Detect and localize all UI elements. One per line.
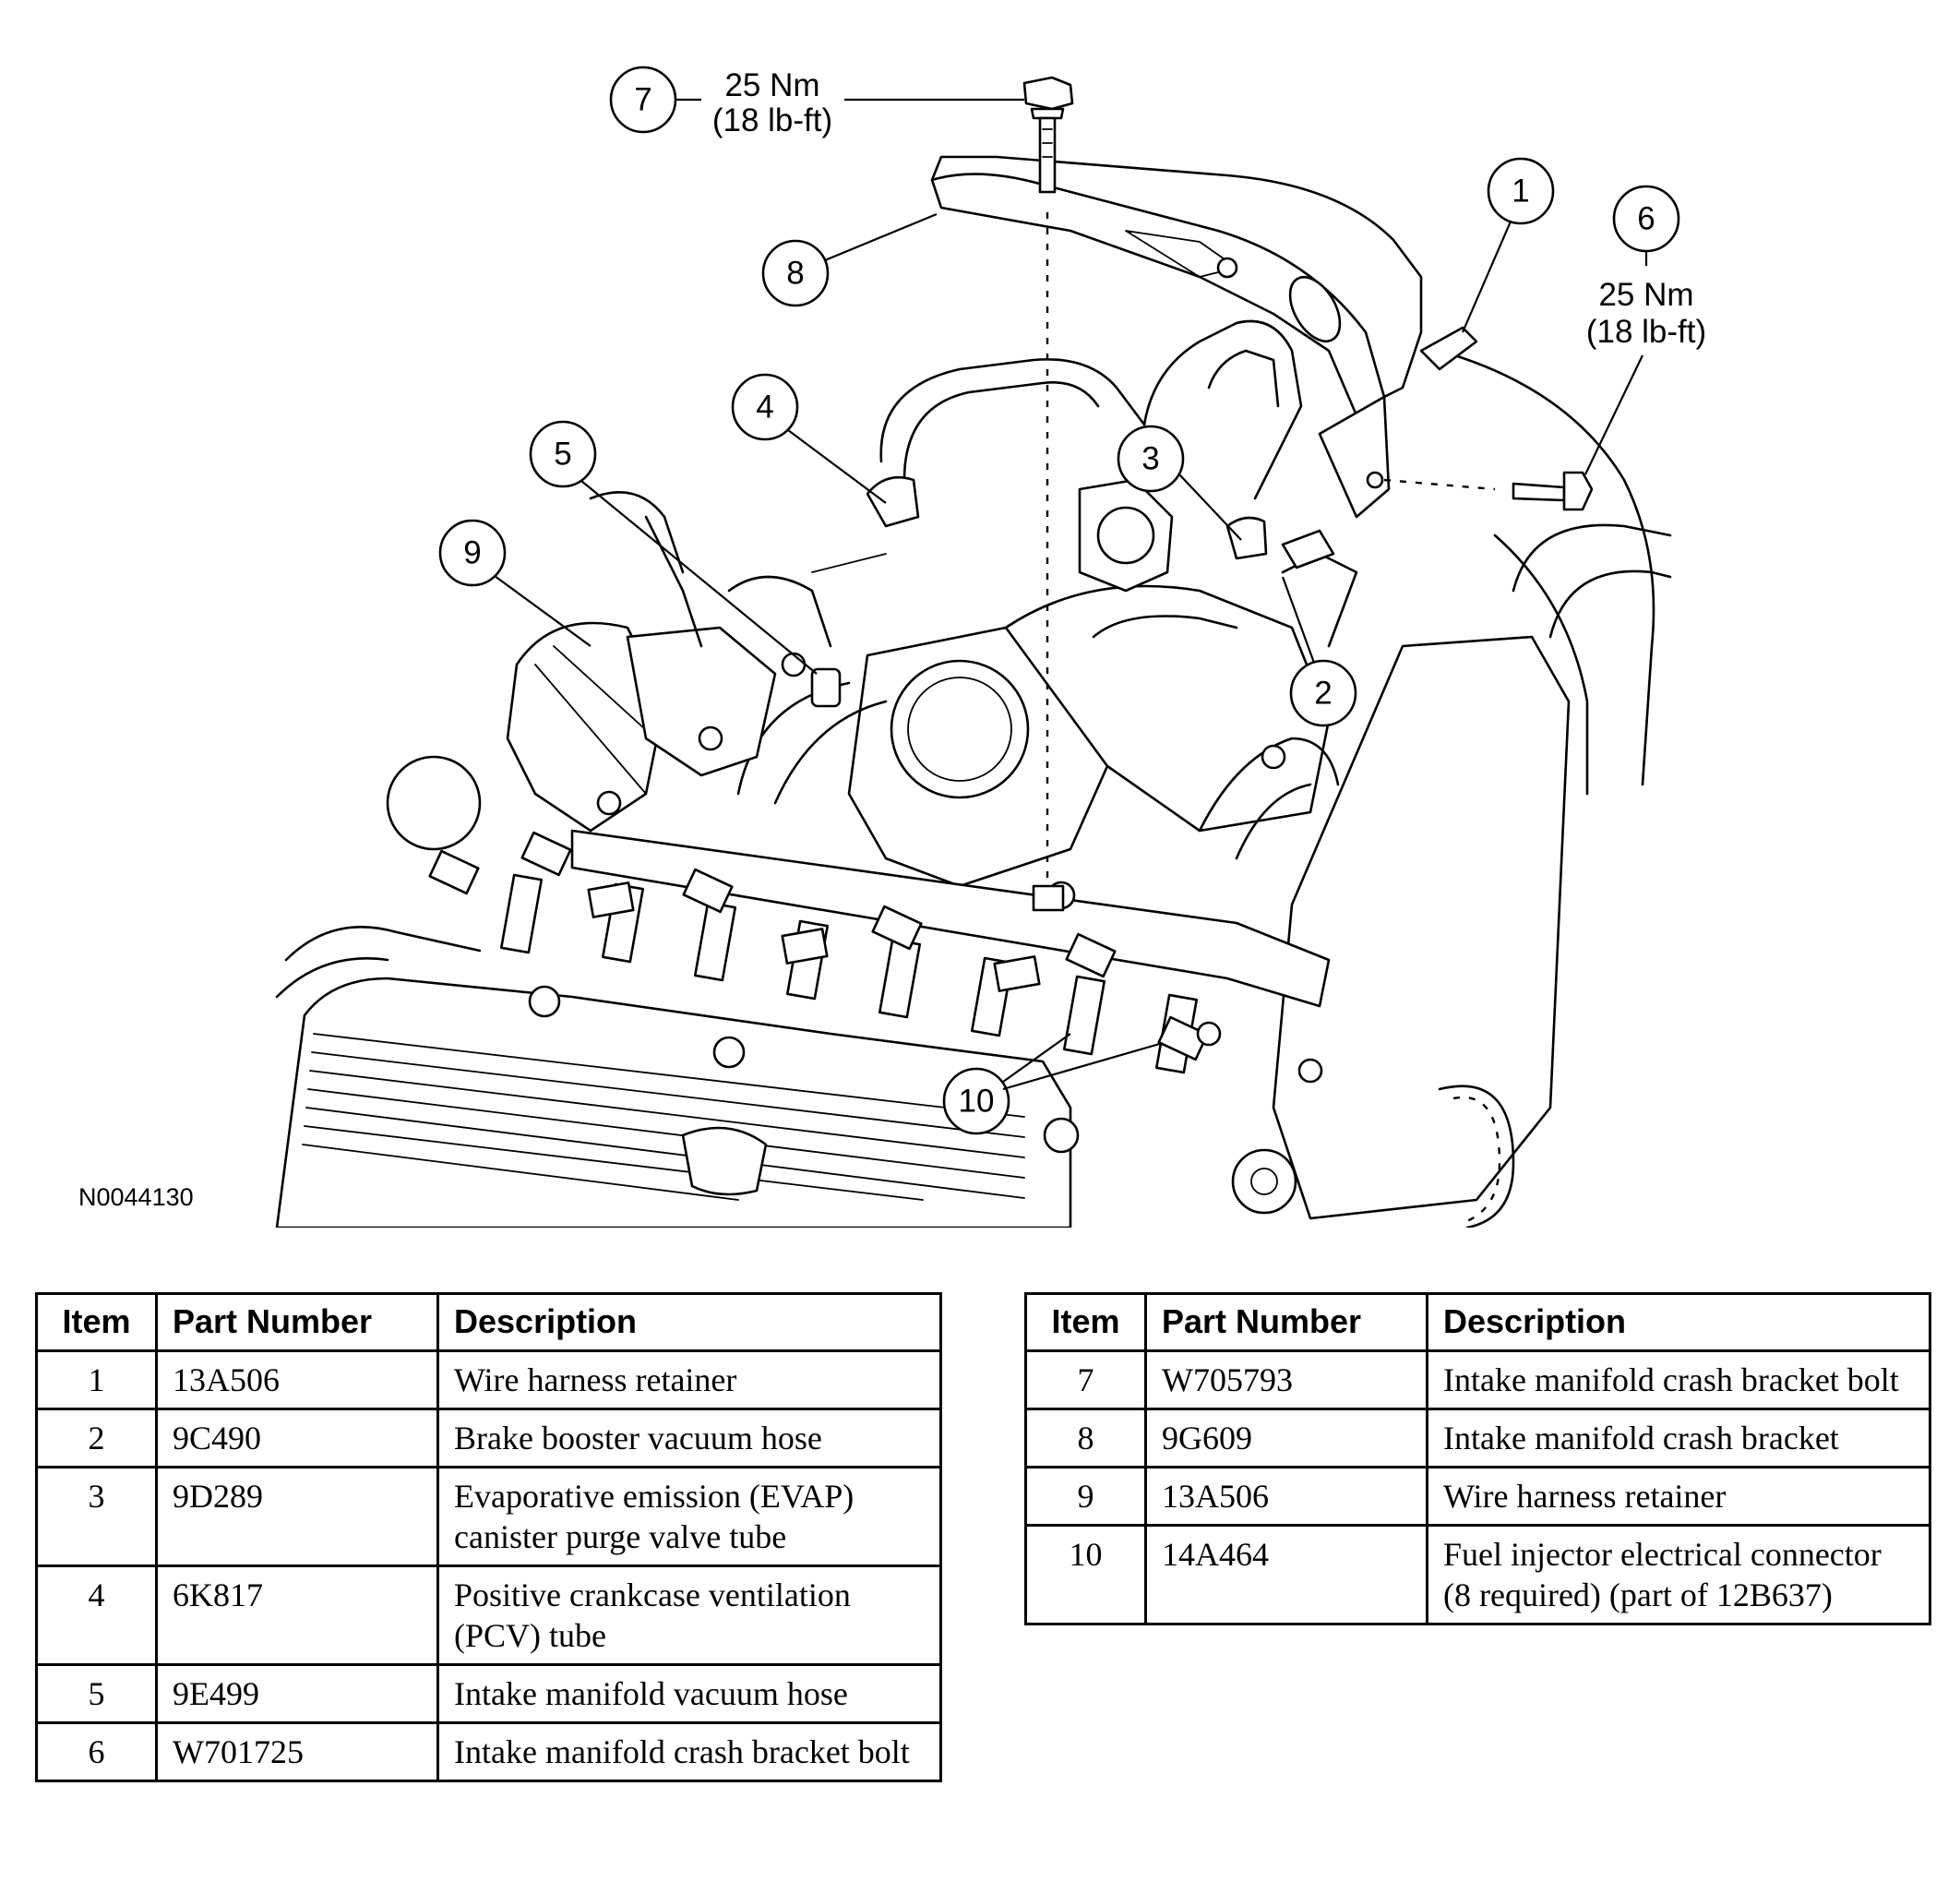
cell-item: 6 [35, 1721, 158, 1782]
cell-item: 4 [35, 1564, 158, 1666]
torque-lbft-6: (18 lb-ft) [1586, 314, 1706, 350]
table-row: 10 14A464 Fuel injector electrical conne… [1024, 1524, 1931, 1625]
cell-part-number: 6K817 [155, 1564, 439, 1666]
parts-table-right: Item Part Number Description 7 W705793 I… [1024, 1292, 1931, 1625]
cell-description: Wire harness retainer [1426, 1466, 1931, 1527]
cell-description: Wire harness retainer [436, 1349, 942, 1410]
header-item: Item [35, 1292, 158, 1352]
svg-text:7: 7 [634, 82, 651, 118]
table-row: 1 13A506 Wire harness retainer [35, 1349, 942, 1410]
svg-text:1: 1 [1512, 174, 1529, 210]
cell-item: 2 [35, 1408, 158, 1468]
cell-part-number: W705793 [1144, 1349, 1428, 1410]
header-part-number: Part Number [155, 1292, 439, 1352]
engine-illustration [275, 155, 1672, 1228]
table-row: 8 9G609 Intake manifold crash bracket [1024, 1408, 1931, 1468]
torque-lbft-7: (18 lb-ft) [712, 102, 832, 138]
cell-item: 1 [35, 1349, 158, 1410]
cell-description: Intake manifold vacuum hose [436, 1663, 942, 1724]
callout-3: 3 [1117, 425, 1242, 541]
svg-text:6: 6 [1637, 201, 1655, 237]
torque-nm-6: 25 Nm [1598, 277, 1693, 313]
cell-item: 10 [1024, 1524, 1147, 1625]
valve-cover-fins [302, 1033, 1025, 1201]
figure-id: N0044130 [78, 1183, 194, 1211]
svg-text:9: 9 [463, 535, 481, 571]
svg-text:3: 3 [1141, 441, 1159, 477]
callout-7: 7 [609, 66, 1024, 134]
cell-description: Intake manifold crash bracket [1426, 1408, 1931, 1468]
svg-text:4: 4 [756, 390, 773, 426]
cell-item: 5 [35, 1663, 158, 1724]
fuel-rail [570, 829, 1331, 1008]
cell-description: Positive crankcase ventilation (PCV) tub… [436, 1564, 942, 1666]
table-row: 2 9C490 Brake booster vacuum hose [35, 1408, 942, 1468]
table-header-row: Item Part Number Description [1024, 1292, 1931, 1352]
cell-description: Intake manifold crash bracket bolt [1426, 1349, 1931, 1410]
callout-4: 4 [731, 373, 887, 504]
header-description: Description [436, 1292, 942, 1352]
table-row: 3 9D289 Evaporative emission (EVAP) cani… [35, 1466, 942, 1567]
table-header-row: Item Part Number Description [35, 1292, 942, 1352]
table-row: 5 9E499 Intake manifold vacuum hose [35, 1663, 942, 1724]
bolt-6-graphic [1383, 471, 1594, 511]
parts-table-left: Item Part Number Description 1 13A506 Wi… [35, 1292, 942, 1782]
torque-label-7: 25 Nm (18 lb-ft) [712, 67, 832, 138]
callout-9: 9 [438, 519, 592, 647]
cell-part-number: 9G609 [1144, 1408, 1428, 1468]
svg-text:10: 10 [959, 1084, 995, 1120]
engine-exploded-view-drawing: 7 25 Nm (18 lb-ft) 8 1 6 25 Nm (18 lb-ft… [78, 66, 1706, 1228]
cell-description: Evaporative emission (EVAP) canister pur… [436, 1466, 942, 1567]
cell-item: 3 [35, 1466, 158, 1567]
cell-item: 7 [1024, 1349, 1147, 1410]
cell-part-number: W701725 [155, 1721, 439, 1782]
cell-part-number: 13A506 [155, 1349, 439, 1410]
svg-text:2: 2 [1314, 676, 1332, 712]
cell-part-number: 14A464 [1144, 1524, 1428, 1625]
cell-part-number: 9D289 [155, 1466, 439, 1567]
callout-5: 5 [529, 420, 818, 675]
table-row: 6 W701725 Intake manifold crash bracket … [35, 1721, 942, 1782]
cell-part-number: 9C490 [155, 1408, 439, 1468]
injector-connectors [428, 831, 1209, 1061]
table-row: 7 W705793 Intake manifold crash bracket … [1024, 1349, 1931, 1410]
callout-1: 1 [1461, 157, 1555, 333]
cell-description: Intake manifold crash bracket bolt [436, 1721, 942, 1782]
table-row: 4 6K817 Positive crankcase ventilation (… [35, 1564, 942, 1666]
cell-part-number: 13A506 [1144, 1466, 1428, 1527]
torque-nm-7: 25 Nm [724, 67, 819, 103]
cell-description: Fuel injector electrical connector (8 re… [1426, 1524, 1931, 1625]
callout-6: 6 25 Nm (18 lb-ft) [1584, 185, 1706, 475]
cell-item: 9 [1024, 1466, 1147, 1527]
callout-2: 2 [1281, 576, 1357, 727]
callout-10: 10 [942, 1033, 1164, 1135]
crash-bracket [930, 155, 1423, 399]
bolt-7-graphic [1022, 76, 1074, 912]
header-description: Description [1426, 1292, 1931, 1352]
cell-item: 8 [1024, 1408, 1147, 1468]
header-part-number: Part Number [1144, 1292, 1428, 1352]
callout-8: 8 [761, 212, 938, 307]
cell-part-number: 9E499 [155, 1663, 439, 1724]
svg-text:8: 8 [786, 256, 804, 292]
cell-description: Brake booster vacuum hose [436, 1408, 942, 1468]
svg-text:5: 5 [554, 437, 571, 473]
table-row: 9 13A506 Wire harness retainer [1024, 1466, 1931, 1527]
header-item: Item [1024, 1292, 1147, 1352]
